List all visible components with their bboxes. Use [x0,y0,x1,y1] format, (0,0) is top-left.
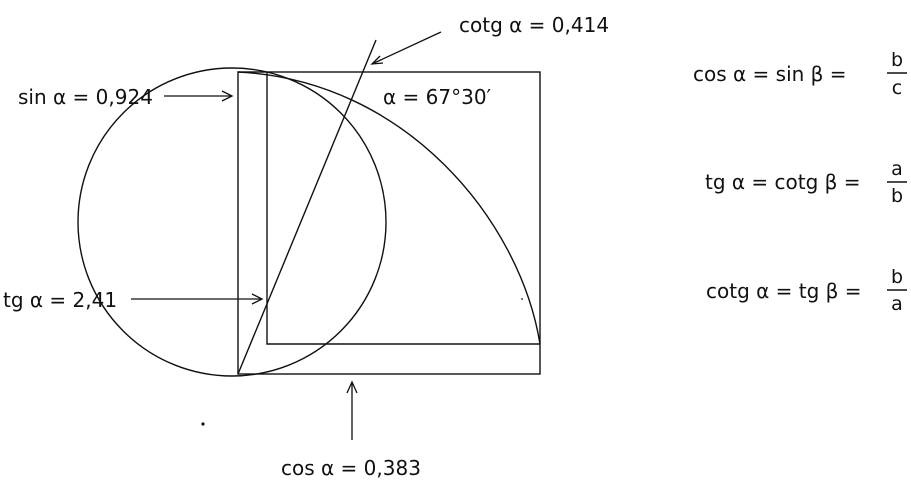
formula-cotg-lhs: cotg α = tg β = [706,279,862,303]
sin-arrow [164,90,234,102]
sin-label: sin α = 0,924 [18,85,153,109]
angle-line [237,39,377,375]
outer-square [237,71,541,375]
formula-tg-lhs: tg α = cotg β = [705,170,861,194]
formula-cos-denominator: c [892,77,902,99]
cotg-arrow [370,31,442,65]
stray-dot [201,422,205,426]
formula-tg: tg α = cotg β = a b [705,158,907,207]
alpha-label: α = 67°30′ [383,85,492,109]
tg-arrow [131,293,264,305]
formula-cos-lhs: cos α = sin β = [693,62,847,86]
tg-label: tg α = 2,41 [3,288,117,312]
formula-cos: cos α = sin β = b c [693,49,907,99]
formula-tg-denominator: b [891,185,903,207]
formula-cotg-numerator: b [891,266,903,288]
cotg-label: cotg α = 0,414 [459,13,609,37]
formula-cotg-denominator: a [891,293,903,315]
quarter-arc [237,71,541,345]
inner-frame [266,72,540,345]
cos-arrow [346,380,358,440]
formula-tg-numerator: a [891,158,903,180]
cos-label: cos α = 0,383 [281,456,421,480]
stray-dot [521,298,523,300]
unit-circle [77,67,387,377]
formula-cos-numerator: b [891,49,903,71]
formula-cotg: cotg α = tg β = b a [706,266,907,315]
